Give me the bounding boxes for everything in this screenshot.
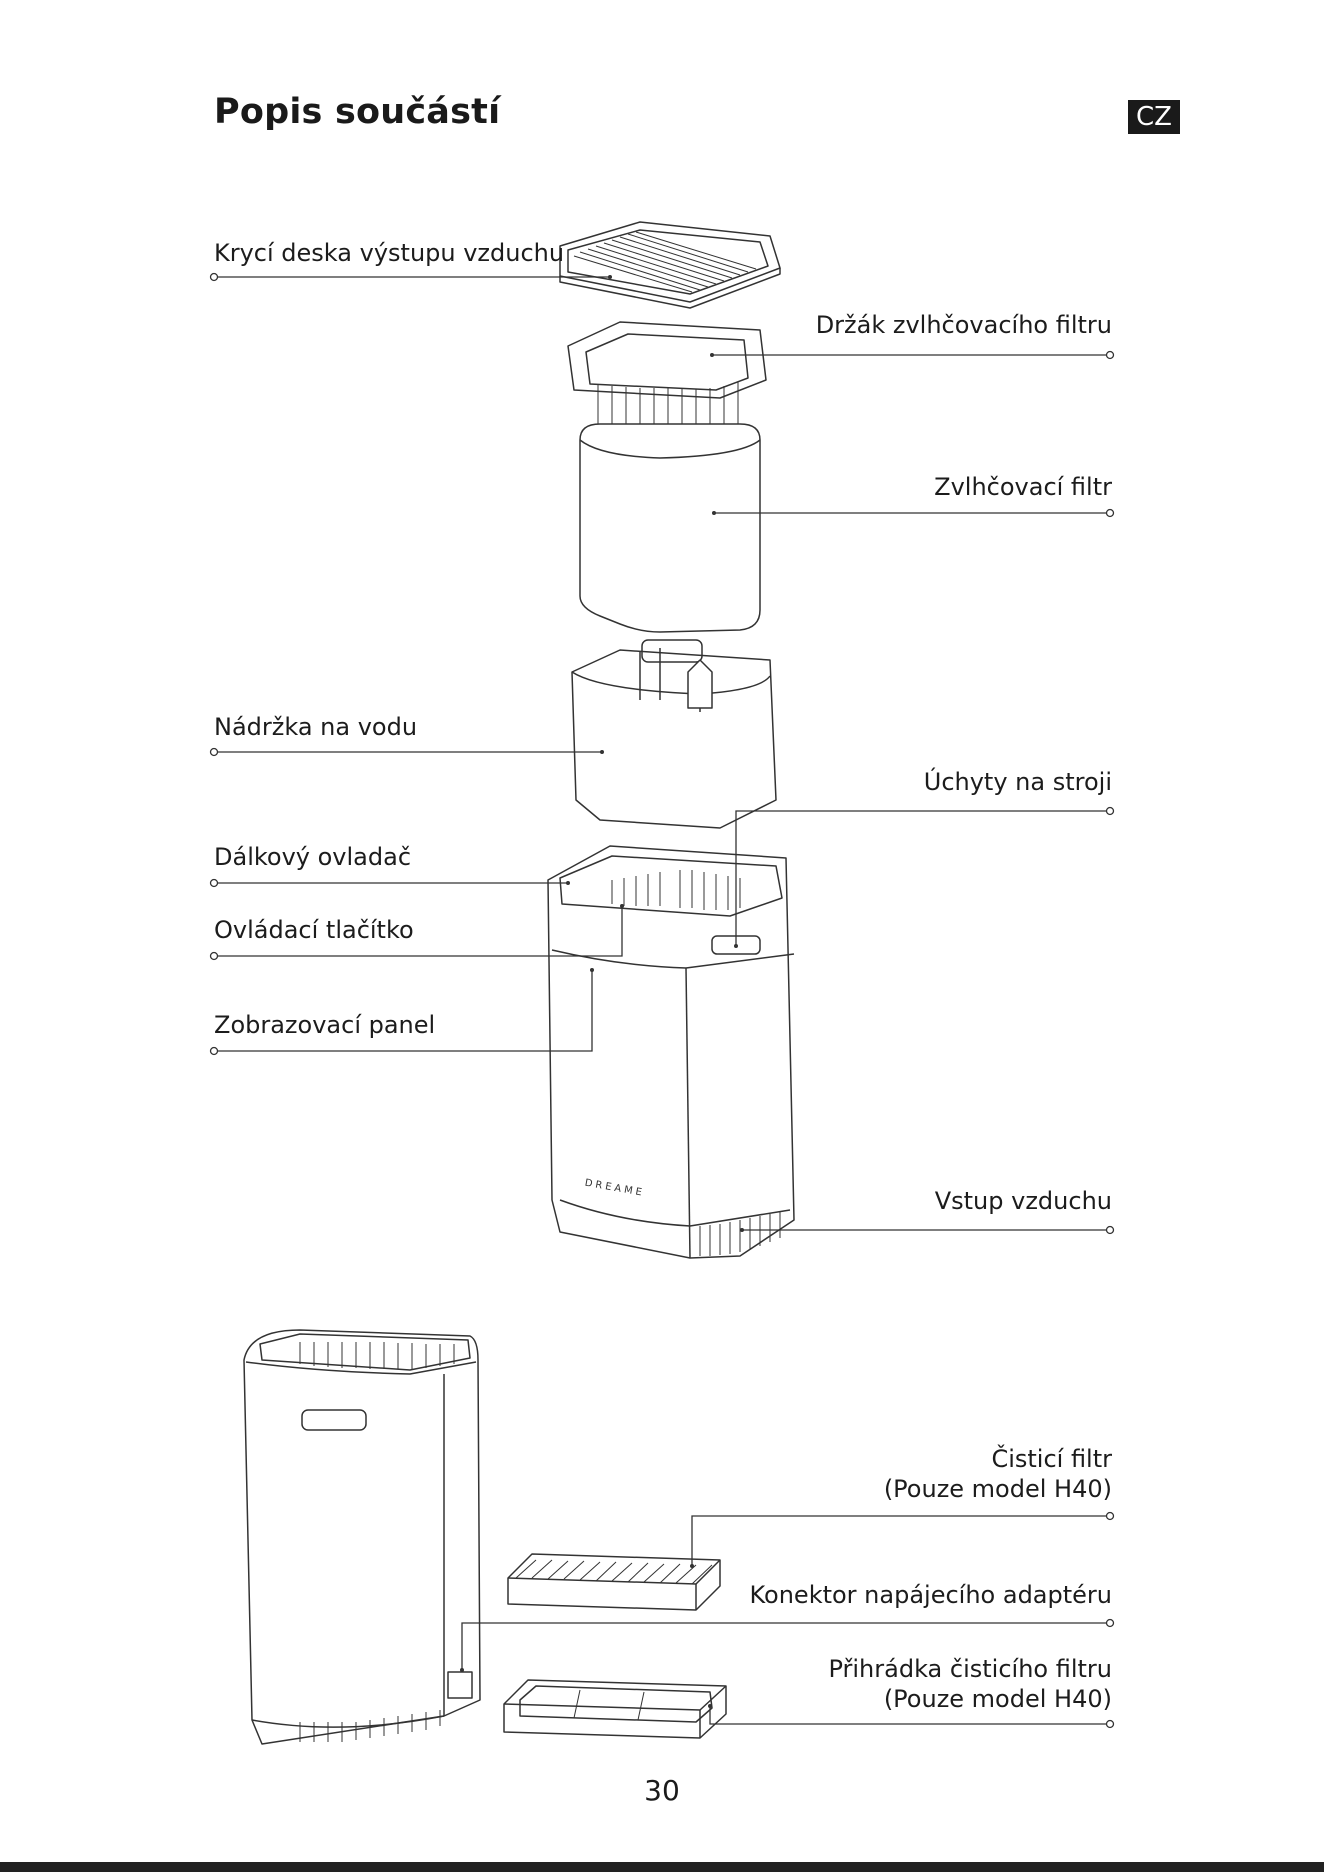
label-power-adapter-connector: Konektor napájecího adaptéru (749, 1581, 1112, 1609)
leader-end-circles (209, 272, 1115, 1729)
label-purifying-filter: Čisticí filtr (Pouze model H40) (884, 1444, 1112, 1504)
water-tank-part (571, 639, 777, 829)
main-body-part (547, 845, 795, 1259)
label-display-panel: Zobrazovací panel (214, 1011, 436, 1039)
label-air-outlet-cover: Krycí deska výstupu vzduchu (214, 239, 565, 267)
humidifying-filter-part (567, 321, 767, 633)
label-remote-control: Dálkový ovladač (214, 843, 412, 871)
label-control-button: Ovládací tlačítko (214, 916, 414, 944)
label-filter-compartment-line1: Přihrádka čisticího filtru (828, 1655, 1112, 1683)
label-machine-handles: Úchyty na stroji (923, 768, 1112, 796)
filter-compartment-part (503, 1679, 727, 1739)
label-filter-compartment-line2: (Pouze model H40) (883, 1685, 1112, 1713)
page-title: Popis součástí (214, 92, 501, 132)
label-purifying-filter-line2: (Pouze model H40) (883, 1475, 1112, 1503)
purifying-filter-part (507, 1553, 721, 1611)
bottom-rule (0, 1862, 1324, 1872)
label-air-inlet: Vstup vzduchu (934, 1187, 1112, 1215)
leader-lines (214, 276, 1110, 1725)
label-filter-compartment: Přihrádka čisticího filtru (Pouze model … (828, 1654, 1112, 1714)
label-humidifying-filter: Zvlhčovací filtr (934, 473, 1112, 501)
label-humidifying-filter-holder: Držák zvlhčovacího filtru (815, 311, 1112, 339)
language-badge: CZ (1128, 100, 1180, 134)
rear-view-unit (243, 1329, 481, 1745)
leader-start-dots (460, 275, 744, 1708)
label-purifying-filter-line1: Čisticí filtr (991, 1445, 1112, 1473)
label-water-tank: Nádržka na vodu (214, 713, 418, 741)
page-number: 30 (644, 1774, 680, 1807)
air-outlet-cover-part (559, 221, 781, 309)
